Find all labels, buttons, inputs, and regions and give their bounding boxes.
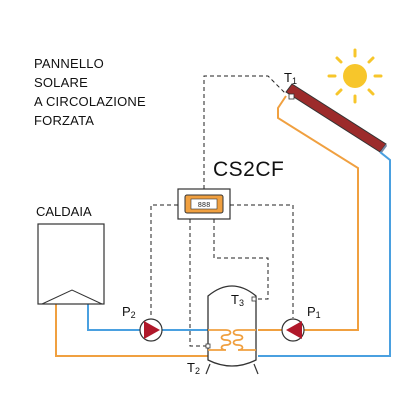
sensor-t1-label: T1 — [284, 70, 297, 86]
sun-icon — [327, 48, 383, 104]
title-line-1: PANNELLO — [34, 56, 104, 71]
title-line-4: FORZATA — [34, 113, 95, 128]
diagram-title: PANNELLO SOLARE A CIRCOLAZIONE FORZATA — [34, 54, 146, 130]
sensor-t3-marker — [251, 296, 257, 302]
left-heat-exchanger-coil — [208, 329, 232, 351]
boiler-label: CALDAIA — [36, 204, 92, 219]
pump-p2-label: P2 — [122, 304, 136, 320]
sensor-t2-label: T2 — [187, 360, 200, 376]
pump-p2 — [139, 318, 163, 342]
title-line-3: A CIRCOLAZIONE — [34, 94, 146, 109]
solar-panel — [285, 83, 387, 154]
controller-label: CS2CF — [213, 158, 285, 181]
pump-p1-label: P1 — [307, 304, 321, 320]
pump-p1 — [281, 318, 305, 342]
title-line-2: SOLARE — [34, 75, 88, 90]
cold-pipe — [87, 151, 391, 357]
control-wiring — [150, 75, 294, 347]
storage-tank — [205, 285, 259, 375]
sensor-t3-label: T3 — [231, 292, 244, 308]
sensor-t1-marker — [288, 93, 295, 100]
sensor-t2-marker — [205, 343, 211, 349]
controller-cs2cf: 888 — [177, 188, 231, 220]
right-heat-exchanger-coil — [232, 329, 256, 351]
boiler — [37, 223, 105, 305]
svg-text:888: 888 — [198, 202, 211, 210]
